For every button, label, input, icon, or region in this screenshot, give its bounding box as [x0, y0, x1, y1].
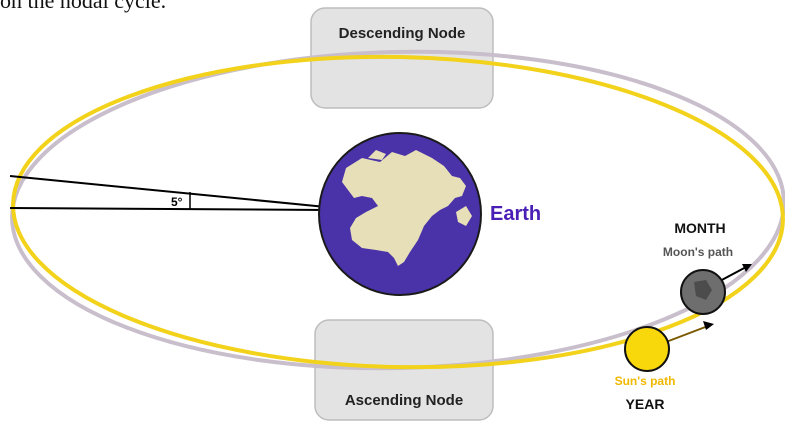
ascending-node-box [314, 319, 494, 421]
earth-land [342, 150, 466, 266]
earth-globe [318, 132, 482, 296]
moon-direction-arrow [717, 265, 749, 283]
suns-path-label: Sun's path [615, 374, 676, 388]
ecliptic-plane-line [9, 207, 327, 211]
moon [680, 269, 726, 315]
sun-direction-arrow [665, 325, 709, 343]
descending-node-label: Descending Node [339, 25, 466, 42]
earth-land-island [456, 206, 472, 226]
sun [624, 326, 670, 372]
moon-plane-line [9, 175, 327, 208]
moon-arrowhead [742, 264, 752, 272]
year-label: YEAR [626, 396, 665, 412]
earth-label: Earth [490, 203, 541, 225]
header-text-fragment: on the nodal cycle. [0, 0, 167, 13]
earth-land-north [368, 150, 386, 160]
ascending-node-label: Ascending Node [345, 392, 463, 409]
sun-orbit [11, 54, 785, 370]
moons-path-label: Moon's path [663, 245, 733, 259]
angle-label: 5° [171, 195, 183, 209]
month-label: MONTH [674, 220, 725, 236]
sun-arrowhead [703, 321, 714, 330]
